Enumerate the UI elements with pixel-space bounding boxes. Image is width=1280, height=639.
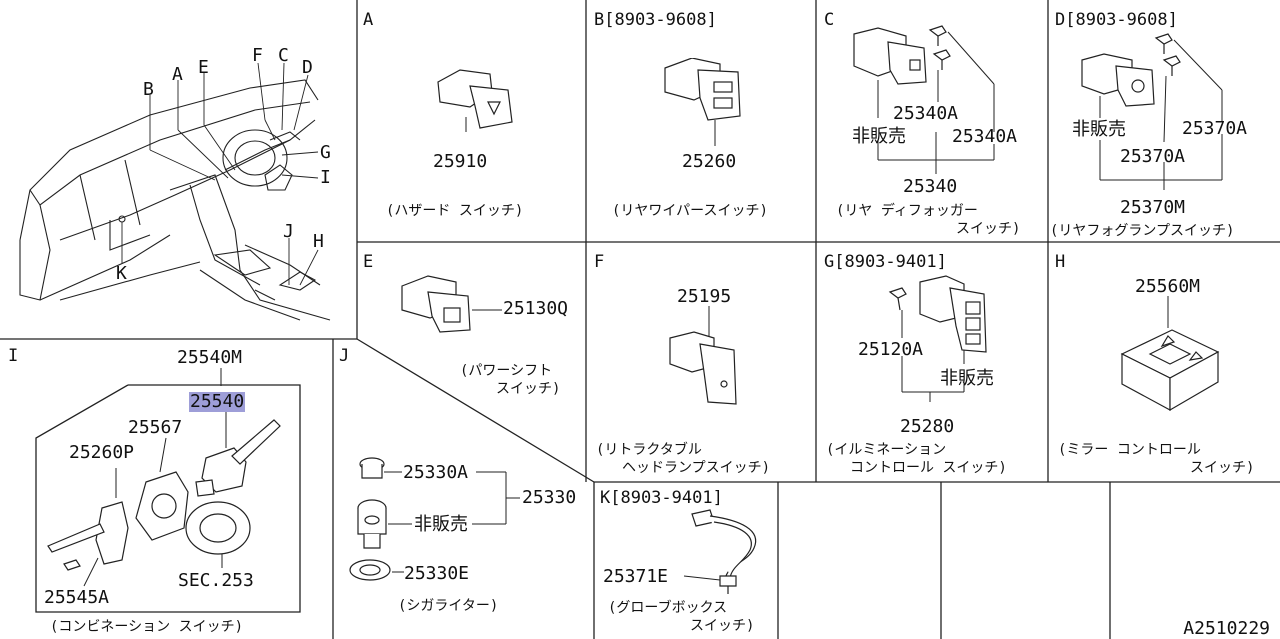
panel-k-caption-2: スイッチ) [690, 618, 755, 634]
panel-g-caption-1: (イルミネーション [826, 442, 947, 458]
dashboard-overview-drawing [19, 62, 331, 321]
overview-label-d: D [302, 57, 313, 78]
panel-i-part-m: 25540M [177, 347, 243, 368]
hazard-switch-drawing [437, 69, 513, 132]
panel-j-header: J [339, 346, 350, 366]
panel-g-part-number: 25280 [900, 416, 955, 437]
panel-b-part-number: 25260 [682, 151, 737, 172]
overview-label-i: I [320, 167, 331, 188]
panel-i-part-260p: 25260P [69, 442, 135, 463]
combination-switch-drawing [47, 368, 281, 587]
panel-c-not-for-sale: 非販売 [852, 126, 906, 147]
panel-d-part-a1: 25370A [1182, 118, 1248, 139]
panel-i-header: I [8, 346, 19, 366]
illumination-control-switch-drawing [888, 275, 987, 402]
cigarette-lighter-drawing [349, 457, 520, 581]
panel-c-part-number: 25340 [903, 176, 958, 197]
overview-label-c: C [278, 45, 289, 66]
panel-i-sec-ref: SEC.253 [178, 570, 254, 591]
panel-b-caption: (リヤワイパースイッチ) [612, 203, 768, 219]
panel-a-part-number: 25910 [433, 151, 488, 172]
panel-k-header: K[8903-9401] [600, 488, 723, 508]
panel-c-caption-2: スイッチ) [956, 221, 1021, 237]
panel-e-header: E [363, 252, 374, 272]
panel-h-part-number: 25560M [1135, 276, 1201, 297]
panel-g-not-for-sale: 非販売 [940, 368, 994, 389]
panel-a-caption: (ハザード スイッチ) [386, 203, 524, 219]
panel-i-part-567: 25567 [128, 417, 183, 438]
panel-e-caption-2: スイッチ) [496, 381, 561, 397]
panel-i-part-545a: 25545A [44, 587, 110, 608]
panel-c-part-a2: 25340A [952, 126, 1018, 147]
panel-c-caption-1: (リヤ ディフォッガー [836, 203, 978, 219]
panel-h-caption-2: スイッチ) [1190, 460, 1255, 476]
panel-d-part-number: 25370M [1120, 197, 1186, 218]
panel-f-part-number: 25195 [677, 286, 732, 307]
panel-b-header: B[8903-9608] [594, 10, 717, 30]
rear-fog-switch-drawing [1081, 33, 1223, 190]
rear-defogger-switch-drawing [853, 25, 995, 174]
panel-e-part-number: 25130Q [503, 298, 569, 319]
panel-j-part-a: 25330A [403, 462, 469, 483]
panel-h-header: H [1055, 252, 1066, 272]
panel-f-caption-2: ヘッドランプスイッチ) [622, 460, 771, 476]
retractable-headlamp-switch-drawing [669, 306, 737, 405]
panel-j-not-for-sale: 非販売 [414, 514, 468, 535]
panel-d-caption: (リヤフォグランプスイッチ) [1050, 223, 1235, 239]
panel-k-caption-1: (グローブボックス [608, 600, 728, 616]
panel-d-part-a2: 25370A [1120, 146, 1186, 167]
panel-h-caption-1: (ミラー コントロール [1058, 442, 1201, 458]
panel-f-caption-1: (リトラクタブル [596, 442, 702, 458]
overview-label-f: F [252, 45, 263, 66]
overview-label-e: E [198, 57, 209, 78]
panel-f-header: F [594, 252, 605, 272]
diagram-stamp-number: A2510229 [1183, 618, 1270, 639]
panel-d-header: D[8903-9608] [1055, 10, 1178, 30]
power-shift-switch-drawing [401, 275, 502, 333]
panel-a-header: A [363, 10, 374, 30]
panel-d-not-for-sale: 非販売 [1072, 119, 1126, 140]
panel-g-caption-2: コントロール スイッチ) [850, 460, 1007, 476]
mirror-control-switch-drawing [1120, 296, 1220, 412]
overview-label-h: H [313, 231, 324, 252]
panel-g-header: G[8903-9401] [824, 252, 947, 272]
panel-g-part-a: 25120A [858, 339, 924, 360]
panel-i-caption: (コンビネーション スイッチ) [50, 619, 244, 635]
overview-label-g: G [320, 142, 331, 163]
rear-wiper-switch-drawing [664, 58, 741, 146]
panel-k-part-number: 25371E [603, 566, 669, 587]
panel-c-header: C [824, 10, 835, 30]
overview-label-k: K [116, 263, 127, 284]
panel-j-part-number: 25330 [522, 487, 577, 508]
panel-i-part-main-highlighted[interactable]: 25540 [189, 391, 246, 412]
panel-c-part-a1: 25340A [893, 103, 959, 124]
overview-label-b: B [143, 79, 154, 100]
overview-label-j: J [283, 221, 294, 242]
panel-j-part-e: 25330E [404, 563, 470, 584]
overview-label-a: A [172, 64, 183, 85]
panel-j-caption: (シガライター) [398, 598, 499, 614]
panel-e-caption-1: (パワーシフト [460, 363, 553, 379]
glove-box-switch-drawing [683, 509, 757, 594]
